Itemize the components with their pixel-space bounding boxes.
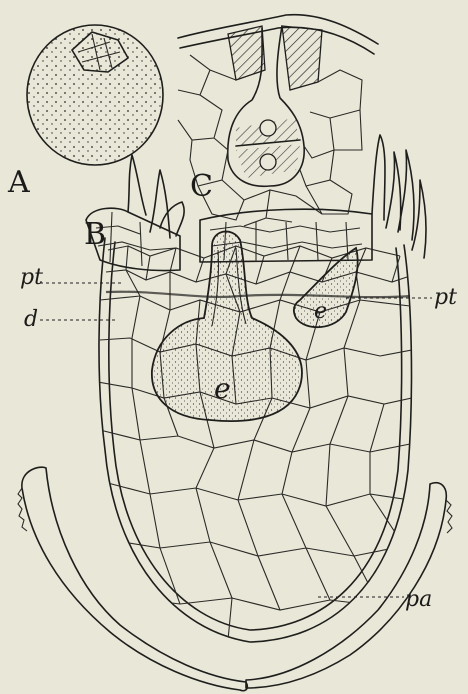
panel-a-seed (27, 25, 163, 165)
label-pa: pa (405, 587, 432, 612)
label-pt-left: pt (20, 265, 43, 290)
label-pt-right: pt (434, 285, 457, 310)
label-e-large: e (214, 372, 231, 405)
panel-label-c: C (190, 169, 213, 204)
label-e-small: e (314, 299, 327, 324)
panel-label-a: A (7, 165, 30, 200)
label-d: d (24, 307, 38, 332)
panel-label-b: B (84, 217, 106, 252)
